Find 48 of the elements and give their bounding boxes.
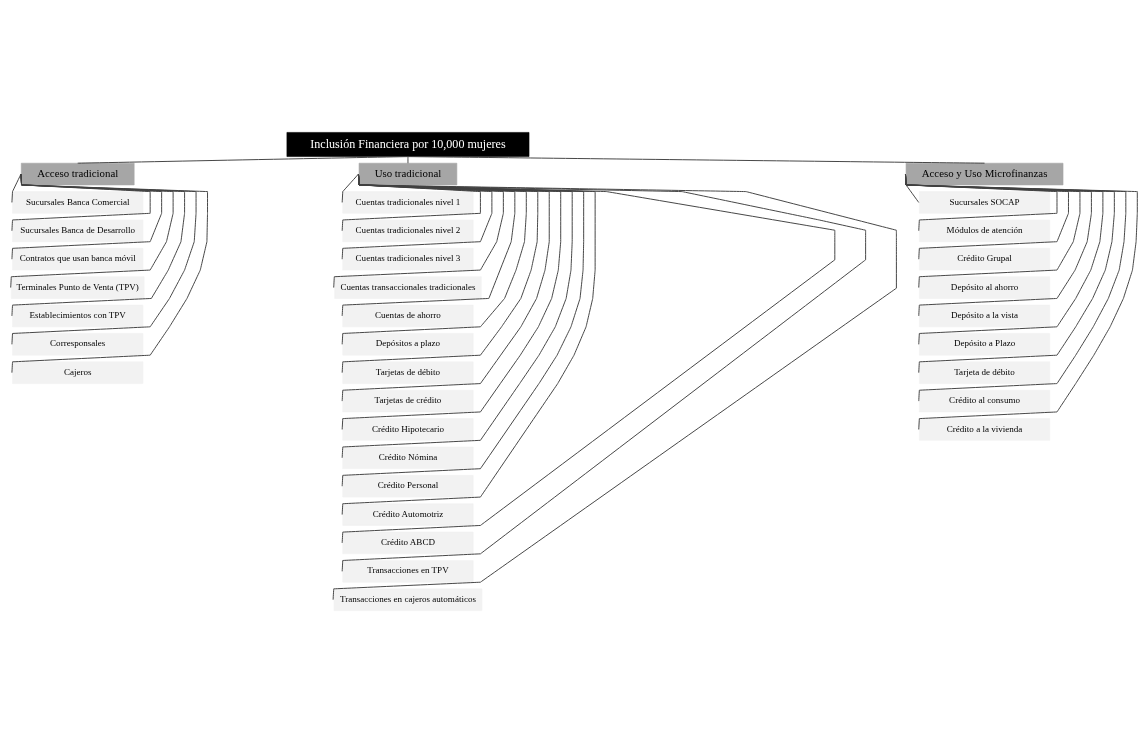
connector <box>341 173 481 231</box>
connector <box>341 173 516 316</box>
connector <box>11 173 151 231</box>
node-box: Cuentas tradicionales nivel 1 <box>342 190 474 214</box>
node-box: Depósito a la vista <box>919 304 1051 327</box>
node-box: Inclusión Financiera por 10,000 mujeres <box>286 131 530 157</box>
node-box: Depósitos a plazo <box>342 332 474 355</box>
node-box: Tarjetas de débito <box>342 361 474 384</box>
node-box: Crédito Hipotecario <box>342 417 474 441</box>
node-box: Depósito al ahorro <box>919 275 1051 299</box>
node-box: Sucursales Banca Comercial <box>12 190 144 214</box>
node-box: Módulos de atención <box>919 219 1051 242</box>
node-box: Cuentas tradicionales nivel 3 <box>342 247 474 270</box>
node-box: Transacciones en cajeros automáticos <box>333 588 483 611</box>
connector <box>341 173 539 373</box>
node-box: Crédito al consumo <box>919 389 1051 412</box>
connector <box>333 173 504 288</box>
node-box: Cajeros <box>12 361 144 384</box>
node-box: Cuentas de ahorro <box>342 304 474 327</box>
node-box: Cuentas transaccionales tradicionales <box>334 275 482 299</box>
node-box: Establecimientos con TPV <box>12 304 144 327</box>
node-box: Cuentas tradicionales nivel 2 <box>342 219 474 242</box>
connector <box>341 173 493 260</box>
connector <box>341 173 550 402</box>
node-box: Sucursales SOCAP <box>919 190 1051 214</box>
node-box: Crédito ABCD <box>342 531 474 554</box>
connector <box>407 155 409 164</box>
node-box: Tarjetas de crédito <box>342 389 474 412</box>
node-box: Depósito a Plazo <box>919 332 1051 355</box>
node-box: Crédito Personal <box>342 474 474 497</box>
connector <box>11 173 22 203</box>
node-box: Sucursales Banca de Desarrollo <box>12 219 144 242</box>
node-box: Corresponsales <box>12 332 144 355</box>
node-box: Terminales Punto de Venta (TPV) <box>11 275 145 299</box>
node-box: Contratos que usan banca móvil <box>12 247 144 270</box>
node-box: Crédito Nómina <box>342 446 474 469</box>
node-box: Tarjeta de débito <box>919 361 1051 384</box>
node-box: Crédito Automotriz <box>342 502 474 526</box>
connector <box>77 155 409 164</box>
connector <box>341 173 527 345</box>
node-box: Acceso tradicional <box>20 162 135 185</box>
node-box: Crédito a la vivienda <box>919 417 1051 441</box>
connector <box>407 155 986 164</box>
node-box: Transacciones en TPV <box>342 559 474 582</box>
node-box: Acceso y Uso Microfinanzas <box>905 162 1064 185</box>
node-box: Crédito Grupal <box>919 247 1051 270</box>
connector <box>341 173 359 203</box>
node-box: Uso tradicional <box>358 162 458 185</box>
